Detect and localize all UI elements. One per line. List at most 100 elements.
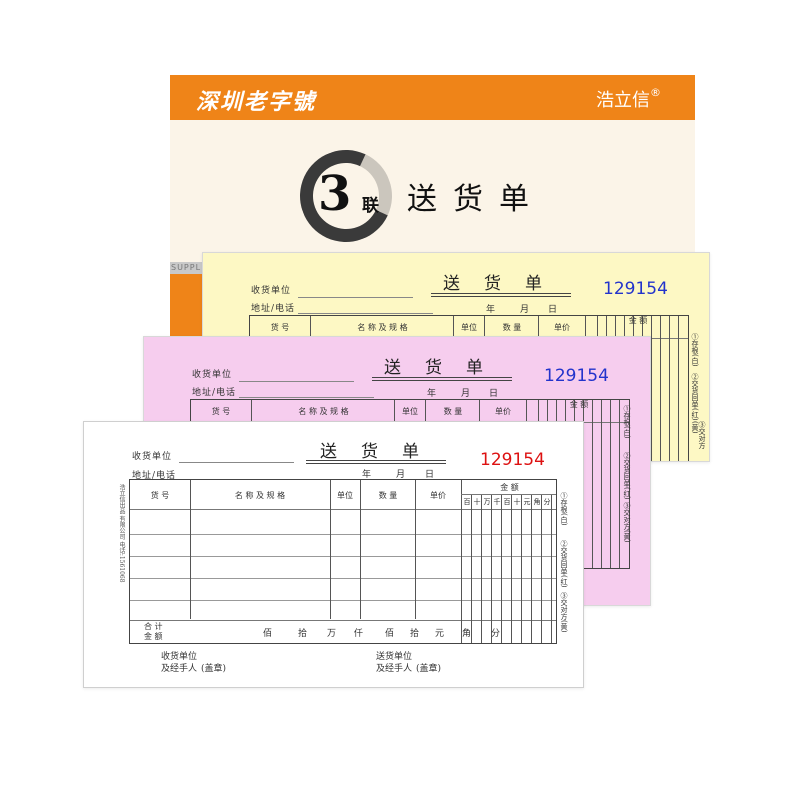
form-title: 送货单 xyxy=(443,274,566,294)
copy-note-1: ①存根(白) xyxy=(691,333,699,367)
col-divider xyxy=(471,494,472,643)
col-name-header: 名 称 及 规 格 xyxy=(234,491,286,500)
copy-note-1: ①存根(白) xyxy=(560,492,568,526)
col-divider xyxy=(360,480,361,619)
total-label: 合 计金 额 xyxy=(144,622,163,642)
date-month: 月 xyxy=(396,470,406,480)
col-price-header: 单价 xyxy=(495,407,511,416)
serial-number: 129154 xyxy=(480,450,545,470)
col-unit-header: 单位 xyxy=(461,323,477,332)
date-month: 月 xyxy=(520,305,530,315)
total-unit: 拾 xyxy=(410,629,420,639)
date-day: 日 xyxy=(489,389,499,399)
receiver-line xyxy=(239,381,354,382)
col-divider xyxy=(541,494,542,643)
goods-table: 货 号 名 称 及 规 格 单位 数 量 单价 金 额 百 十 万 千 百 十 … xyxy=(129,479,557,644)
col-divider xyxy=(501,494,502,643)
col-divider xyxy=(678,316,679,461)
copy-note-2: ②交货回单(红) xyxy=(691,373,699,421)
col-unit-header: 单位 xyxy=(402,407,418,416)
col-divider xyxy=(415,480,416,619)
col-code-header: 货 号 xyxy=(270,323,290,332)
receiver-line xyxy=(298,297,413,298)
receiver-sign-text: 及经手人 xyxy=(161,664,198,674)
col-code-header: 货 号 xyxy=(211,407,231,416)
address-line xyxy=(298,313,433,314)
col-divider xyxy=(610,400,611,568)
copy-note-3: ③交对方(黄) xyxy=(691,421,706,449)
copy-note-1: ①存根(白) xyxy=(623,405,631,439)
row-line xyxy=(130,534,556,535)
address-label: 地址/电话 xyxy=(132,471,177,481)
col-amount-header: 金 额 xyxy=(500,483,519,492)
col-divider xyxy=(669,316,670,461)
sender-sign-line2: 及经手人(盖章) xyxy=(376,663,441,675)
copies-label: 联 xyxy=(362,196,379,216)
col-divider xyxy=(481,494,482,643)
total-label-line1: 合 计 xyxy=(144,622,163,631)
total-unit: 万 xyxy=(327,629,337,639)
receiver-sign-line1: 收货单位 xyxy=(161,652,198,662)
total-unit: 角 xyxy=(462,629,472,639)
col-amount-header: 金 额 xyxy=(569,400,589,409)
digit-header: 百 xyxy=(463,498,471,506)
receiver-label: 收货单位 xyxy=(132,452,173,462)
col-name-header: 名 称 及 规 格 xyxy=(298,407,349,416)
brand-name-text: 浩立信 xyxy=(596,90,650,111)
digit-header: 万 xyxy=(483,498,491,506)
date-year: 年 xyxy=(362,470,372,480)
header-divider xyxy=(130,509,556,510)
form-title: 送货单 xyxy=(320,442,443,462)
col-price-header: 单价 xyxy=(430,491,446,500)
brand-slogan: 深圳老字號 xyxy=(196,89,317,115)
date-day: 日 xyxy=(425,470,435,480)
title-underline xyxy=(306,460,446,464)
cover-side-strip xyxy=(170,262,205,274)
copies-number: 3 xyxy=(318,166,352,222)
address-line xyxy=(239,397,374,398)
digit-header: 分 xyxy=(543,498,551,506)
col-divider xyxy=(511,494,512,643)
sender-sign-text: 及经手人 xyxy=(376,664,413,674)
brand-name: 浩立信® xyxy=(596,86,661,112)
col-divider xyxy=(521,494,522,643)
col-divider xyxy=(651,316,652,461)
row-line xyxy=(130,578,556,579)
receiver-line xyxy=(179,462,294,463)
col-qty-header: 数 量 xyxy=(378,491,398,500)
sender-sign-line1: 送货单位 xyxy=(376,652,413,662)
col-qty-header: 数 量 xyxy=(502,323,522,332)
copy-note-3: ③交对方(黄) xyxy=(560,592,568,633)
col-divider xyxy=(461,480,462,643)
digit-header: 千 xyxy=(493,498,501,506)
date-year: 年 xyxy=(427,389,437,399)
cover-header-bar xyxy=(170,75,695,120)
digit-header: 元 xyxy=(523,498,531,506)
col-divider xyxy=(330,480,331,619)
title-underline xyxy=(372,377,512,381)
sender-stamp: (盖章) xyxy=(416,664,442,674)
total-divider xyxy=(130,620,556,621)
date-month: 月 xyxy=(461,389,471,399)
row-line xyxy=(130,600,556,601)
col-divider xyxy=(592,400,593,568)
copy-note-2: ②交货回单(红) xyxy=(623,452,631,500)
col-divider xyxy=(531,494,532,643)
col-unit-header: 单位 xyxy=(337,491,353,500)
copy-note-2: ②交货回单(红) xyxy=(560,540,568,588)
col-price-header: 单价 xyxy=(554,323,570,332)
col-qty-header: 数 量 xyxy=(443,407,463,416)
col-amount-header: 金 额 xyxy=(628,316,648,325)
col-divider xyxy=(619,400,620,568)
total-unit: 佰 xyxy=(263,629,273,639)
col-divider xyxy=(491,494,492,643)
total-unit: 元 xyxy=(435,629,445,639)
date-day: 日 xyxy=(548,305,558,315)
col-divider xyxy=(660,316,661,461)
total-unit: 佰 xyxy=(385,629,395,639)
receiver-stamp: (盖章) xyxy=(201,664,227,674)
total-unit: 仟 xyxy=(354,629,364,639)
title-underline xyxy=(431,293,571,297)
receiver-label: 收货单位 xyxy=(192,370,233,380)
digit-header: 百 xyxy=(503,498,511,506)
